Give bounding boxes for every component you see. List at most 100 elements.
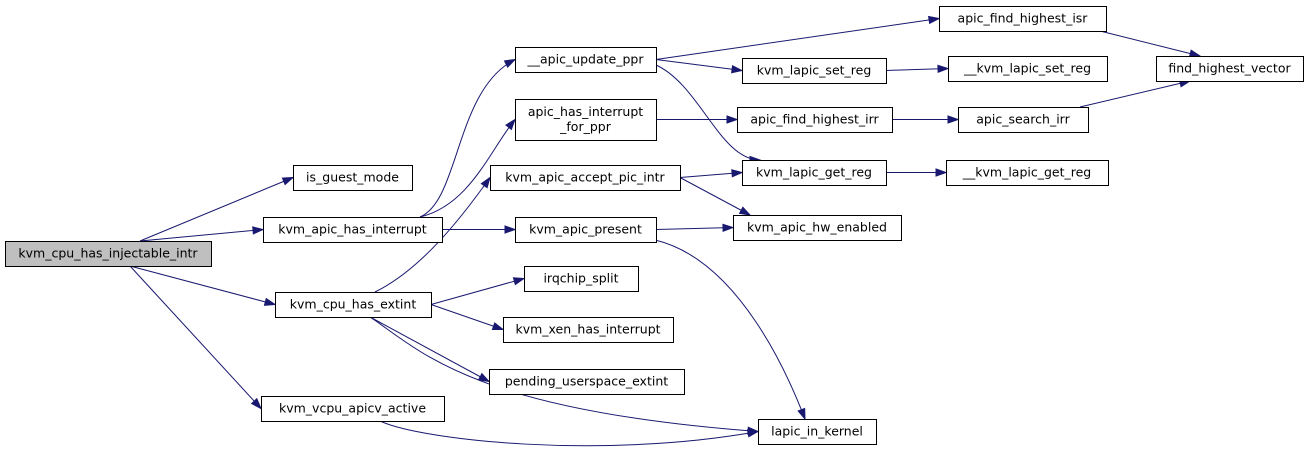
edge-apic_update_ppr-to-apic_find_highest_isr bbox=[655, 15, 941, 60]
node-label: kvm_lapic_get_reg bbox=[756, 165, 872, 180]
node-box[interactable] bbox=[515, 217, 657, 243]
node-box[interactable] bbox=[293, 165, 413, 191]
node-box[interactable] bbox=[742, 58, 887, 84]
node-kvm-apic-hw-enabled[interactable]: kvm_apic_hw_enabled bbox=[733, 215, 902, 241]
node-kvm-cpu-has-extint[interactable]: kvm_cpu_has_extint bbox=[275, 292, 432, 318]
node-box[interactable] bbox=[733, 215, 902, 241]
edge-kvm_apic_has_interrupt-to-apic_has_interrupt_for_ppr bbox=[419, 118, 516, 218]
node-box[interactable] bbox=[275, 292, 432, 318]
node-box[interactable] bbox=[490, 165, 681, 191]
node-box[interactable] bbox=[939, 6, 1107, 32]
node-label: kvm_cpu_has_injectable_intr bbox=[18, 246, 198, 261]
arrowhead bbox=[947, 115, 960, 124]
node-apic-search-irr[interactable]: apic_search_irr bbox=[958, 107, 1089, 133]
node-box[interactable] bbox=[515, 99, 657, 141]
arrowhead bbox=[503, 58, 517, 69]
node-kvm-lapic-get-reg[interactable]: kvm_lapic_get_reg bbox=[742, 160, 887, 186]
node-box[interactable] bbox=[5, 241, 212, 267]
node-label: _for_ppr bbox=[559, 119, 612, 134]
edge-kvm_apic_present-to-kvm_apic_hw_enabled bbox=[655, 223, 735, 232]
arrowhead bbox=[250, 397, 263, 410]
node-box[interactable] bbox=[737, 107, 893, 133]
node-label: irqchip_split bbox=[543, 271, 618, 286]
node-kvm-apic-present[interactable]: kvm_apic_present bbox=[515, 217, 657, 243]
node-box[interactable] bbox=[958, 107, 1089, 133]
arrowhead bbox=[512, 277, 526, 286]
node-apic-has-interrupt-for-ppr[interactable]: apic_has_interrupt_for_ppr bbox=[515, 99, 657, 141]
node-box[interactable] bbox=[946, 160, 1109, 186]
node-label: kvm_cpu_has_extint bbox=[290, 297, 417, 312]
edge-apic_has_interrupt_for_ppr-to-apic_find_highest_irr bbox=[656, 115, 739, 124]
node-box[interactable] bbox=[1156, 56, 1304, 82]
edge-root-to-kvm_cpu_has_extint bbox=[129, 265, 277, 306]
arrowhead bbox=[722, 223, 735, 232]
arrowhead bbox=[738, 206, 752, 216]
node-lapic-in-kernel[interactable]: lapic_in_kernel bbox=[758, 419, 877, 445]
node-irqchip-split[interactable]: irqchip_split bbox=[524, 266, 639, 292]
node-label: is_guest_mode bbox=[306, 170, 399, 185]
arrowhead bbox=[797, 407, 806, 421]
node-is-guest-mode[interactable]: is_guest_mode bbox=[293, 165, 413, 191]
node-kvm-lapic-get-reg-inner[interactable]: __kvm_lapic_get_reg bbox=[946, 160, 1109, 186]
node-apic-find-highest-irr[interactable]: apic_find_highest_irr bbox=[737, 107, 893, 133]
edge-kvm_apic_accept_pic_intr-to-kvm_lapic_get_reg bbox=[679, 169, 744, 178]
node-box[interactable] bbox=[489, 369, 685, 395]
arrowhead bbox=[491, 322, 505, 331]
node-label: kvm_vcpu_apicv_active bbox=[279, 401, 426, 416]
node-kvm-lapic-set-reg[interactable]: kvm_lapic_set_reg bbox=[742, 58, 887, 84]
node-label: find_highest_vector bbox=[1168, 61, 1291, 76]
node-find-highest-vector[interactable]: find_highest_vector bbox=[1156, 56, 1304, 82]
node-box[interactable] bbox=[948, 56, 1108, 82]
edge-kvm_cpu_has_extint-to-irqchip_split bbox=[430, 277, 526, 305]
node-box[interactable] bbox=[515, 47, 657, 73]
arrowhead bbox=[504, 225, 517, 234]
node-label: kvm_apic_hw_enabled bbox=[747, 220, 887, 235]
node-label: kvm_apic_accept_pic_intr bbox=[505, 170, 665, 185]
edge-kvm_apic_has_interrupt-to-kvm_apic_present bbox=[442, 225, 517, 234]
node-box[interactable] bbox=[263, 217, 443, 243]
node-label: pending_userspace_extint bbox=[505, 374, 668, 389]
arrowhead bbox=[746, 429, 760, 438]
node-box[interactable] bbox=[758, 419, 877, 445]
arrowhead bbox=[935, 168, 948, 177]
edge-root-to-is_guest_mode bbox=[139, 176, 295, 242]
node-label: lapic_in_kernel bbox=[771, 424, 863, 439]
node-label: kvm_lapic_set_reg bbox=[757, 63, 872, 78]
node-label: apic_find_highest_irr bbox=[750, 112, 879, 127]
node-box[interactable] bbox=[261, 396, 445, 422]
node-kvm-apic-accept-pic-intr[interactable]: kvm_apic_accept_pic_intr bbox=[490, 165, 681, 191]
node-label: __kvm_lapic_get_reg bbox=[962, 165, 1092, 180]
node-label: __kvm_lapic_set_reg bbox=[963, 61, 1091, 76]
arrowhead bbox=[252, 226, 265, 235]
node-kvm-apic-has-interrupt[interactable]: kvm_apic_has_interrupt bbox=[263, 217, 443, 243]
node-label: apic_has_interrupt bbox=[528, 104, 643, 119]
node-kvm-xen-has-interrupt[interactable]: kvm_xen_has_interrupt bbox=[503, 317, 674, 343]
arrowhead bbox=[1188, 49, 1202, 58]
edge-apic_search_irr-to-find_highest_vector bbox=[1079, 79, 1192, 108]
arrowhead bbox=[263, 297, 277, 306]
edge-apic_update_ppr-to-kvm_lapic_set_reg bbox=[655, 59, 744, 74]
nodes-layer: kvm_cpu_has_injectable_intr is_guest_mode… bbox=[5, 6, 1304, 445]
node-root[interactable]: kvm_cpu_has_injectable_intr bbox=[5, 241, 212, 267]
node-pending-userspace-extint[interactable]: pending_userspace_extint bbox=[489, 369, 685, 395]
arrowhead bbox=[731, 64, 744, 74]
node-label: apic_find_highest_isr bbox=[958, 11, 1089, 26]
edge-kvm_apic_has_interrupt-to-apic_update_ppr bbox=[419, 58, 517, 218]
node-label: kvm_apic_present bbox=[529, 222, 642, 237]
edge-apic_find_highest_isr-to-find_highest_vector bbox=[1099, 30, 1202, 58]
node-kvm-lapic-set-reg-inner[interactable]: __kvm_lapic_set_reg bbox=[948, 56, 1108, 82]
arrowhead bbox=[505, 118, 516, 131]
node-box[interactable] bbox=[524, 266, 639, 292]
node-apic-find-highest-isr[interactable]: apic_find_highest_isr bbox=[939, 6, 1107, 32]
node-box[interactable] bbox=[503, 317, 674, 343]
node-box[interactable] bbox=[742, 160, 887, 186]
arrowhead bbox=[480, 176, 491, 189]
edge-kvm_cpu_has_extint-to-kvm_xen_has_interrupt bbox=[430, 304, 505, 331]
arrowhead bbox=[731, 169, 744, 178]
edge-kvm_apic_accept_pic_intr-to-kvm_apic_hw_enabled bbox=[679, 177, 752, 216]
node-kvm-vcpu-apicv-active[interactable]: kvm_vcpu_apicv_active bbox=[261, 396, 445, 422]
node-apic-update-ppr[interactable]: __apic_update_ppr bbox=[515, 47, 657, 73]
arrowhead bbox=[477, 372, 491, 383]
arrowhead bbox=[281, 176, 295, 186]
